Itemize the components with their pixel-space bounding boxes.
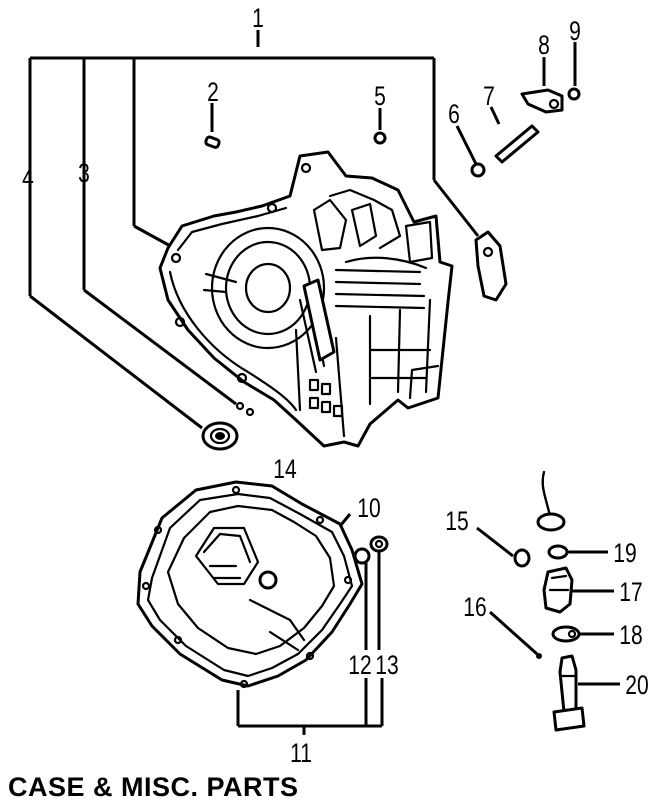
callout-4: 4 <box>22 164 34 194</box>
callout-20: 20 <box>625 671 648 701</box>
callout-12: 12 <box>348 651 371 681</box>
callout-8: 8 <box>538 31 550 61</box>
callout-19: 19 <box>613 539 636 569</box>
callout-3: 3 <box>78 159 90 189</box>
speedometer-parts <box>513 470 586 732</box>
pin <box>204 135 221 149</box>
transaxle-case <box>158 150 454 448</box>
callout-14: 14 <box>273 455 296 485</box>
callout-9: 9 <box>569 17 581 47</box>
diagram-caption: CASE & MISC. PARTS <box>8 772 299 802</box>
oil-pan <box>136 480 364 689</box>
callout-1: 1 <box>252 4 264 34</box>
callout-17: 17 <box>619 578 642 608</box>
callout-2: 2 <box>207 78 219 108</box>
callout-11: 11 <box>290 739 312 769</box>
callout-10: 10 <box>357 494 380 524</box>
callout-5: 5 <box>374 82 386 112</box>
drain-plug-and-gasket <box>353 535 389 565</box>
dowel-pins <box>235 401 255 417</box>
shift-parts <box>470 87 581 302</box>
callout-13: 13 <box>375 651 398 681</box>
callout-15: 15 <box>445 507 468 537</box>
plug <box>373 131 387 145</box>
callout-7: 7 <box>483 82 495 112</box>
callout-18: 18 <box>619 621 642 651</box>
callout-labels: 1 2 3 4 5 6 7 8 9 10 11 12 13 14 15 16 1… <box>22 4 649 769</box>
leader-lines <box>28 30 620 735</box>
oil-seal <box>201 421 239 451</box>
callout-16: 16 <box>463 593 486 623</box>
callout-6: 6 <box>448 100 460 130</box>
